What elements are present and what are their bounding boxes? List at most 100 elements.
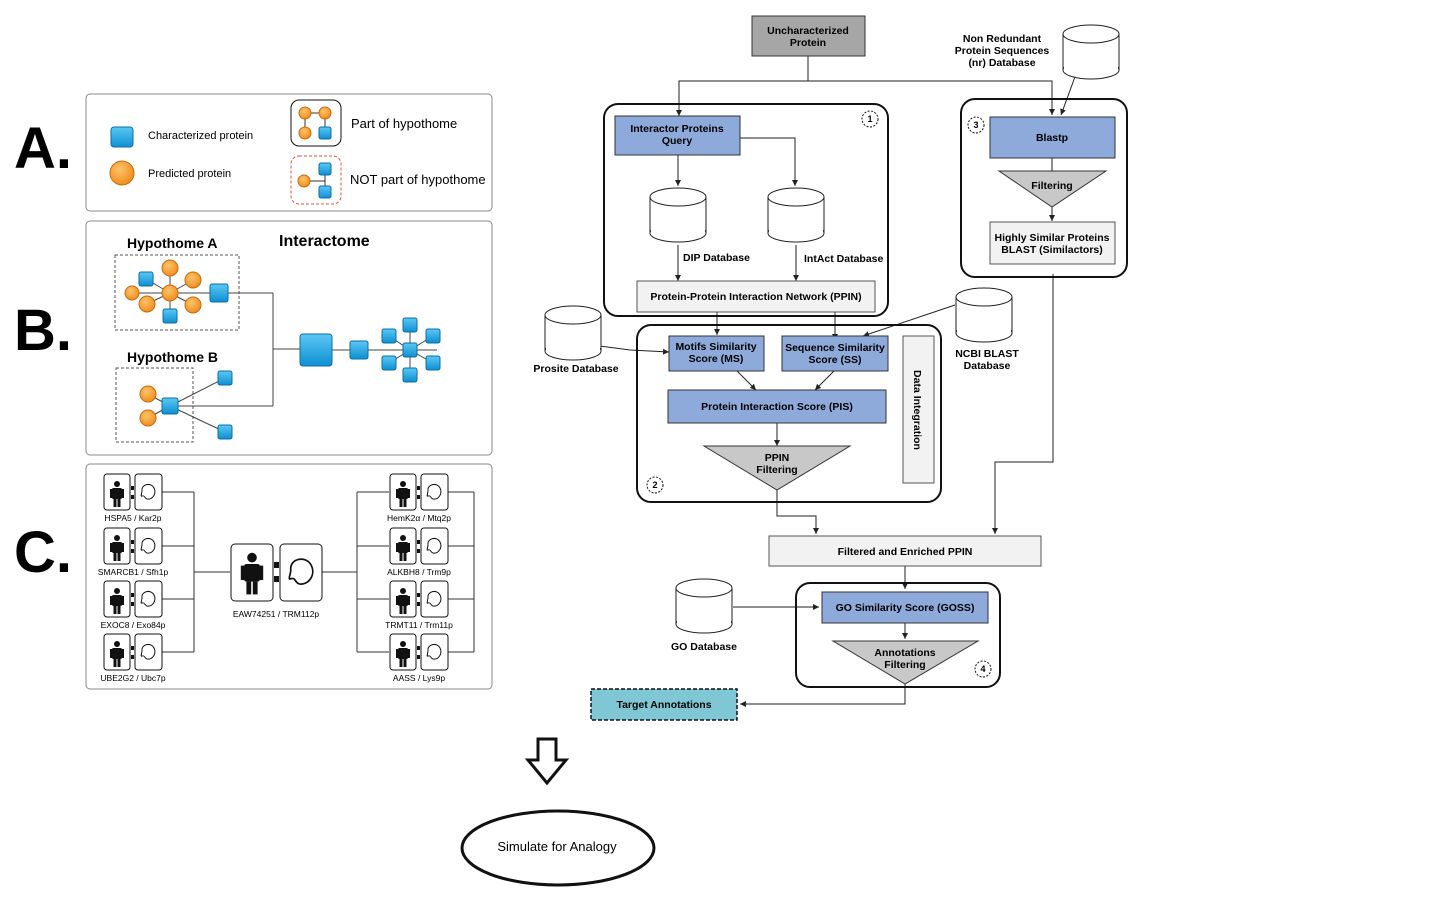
intact-database-label: IntAct Database [804, 253, 884, 265]
intact-database-icon [767, 187, 825, 243]
similactors-line2: BLAST (Similactors) [1001, 244, 1103, 256]
dip-database-icon [649, 187, 707, 243]
step3-number: 3 [973, 120, 978, 130]
protein-pair-label: AASS / Lys9p [393, 673, 445, 683]
ms-line1: Motifs Similarity [675, 341, 756, 353]
ncbi-db-line1: NCBI BLAST [955, 348, 1019, 360]
down-arrow-icon [524, 737, 570, 786]
annotations-filtering-funnel [831, 640, 980, 685]
step2-number: 2 [652, 480, 657, 490]
step1-frame [603, 103, 889, 317]
go-database-label: GO Database [671, 641, 737, 653]
dip-database-label: DIP Database [683, 252, 750, 264]
annotations-filtering-line2: Filtering [884, 659, 925, 671]
interactor-query-line2: Query [662, 135, 693, 147]
protein-pair-label: EXOC8 / Exo84p [101, 620, 166, 630]
nr-db-line1: Non Redundant [963, 33, 1042, 45]
center-pair-label: EAW74251 / TRM112p [233, 609, 320, 619]
filtered-ppin-label: Filtered and Enriched PPIN [838, 546, 973, 558]
sequence-score-box [781, 335, 889, 372]
step3-frame [960, 98, 1128, 278]
protein-pair-label: SMARCB1 / Sfh1p [98, 567, 169, 577]
pis-box [667, 389, 887, 424]
prosite-database-label: Prosite Database [533, 363, 618, 375]
motifs-score-box [668, 335, 765, 372]
yeast-protein-card [134, 580, 163, 618]
step4-number: 4 [980, 664, 985, 674]
protein-pair-label: UBE2G2 / Ubc7p [100, 673, 165, 683]
step4-frame [795, 582, 1001, 688]
hypothome-a-title: Hypothome A [127, 235, 217, 251]
similactors-line1: Highly Similar Proteins [995, 232, 1110, 244]
annotations-filtering-line1: Annotations [874, 647, 935, 659]
protein-pair: UBE2G2 / Ubc7p [100, 633, 166, 683]
filtered-ppin-box [768, 535, 1042, 567]
hypothome-b-title: Hypothome B [127, 349, 218, 365]
ncbi-db-line2: Database [964, 360, 1011, 372]
ss-line2: Score (SS) [808, 354, 861, 366]
pis-label: Protein Interaction Score (PIS) [701, 401, 853, 413]
predicted-protein-icon [109, 160, 135, 186]
interactome-title: Interactome [279, 233, 370, 250]
protein-pair: ALKBH8 / Trm9p [387, 527, 451, 577]
target-annotations-label: Target Annotations [616, 699, 711, 711]
characterized-protein-icon [110, 126, 134, 148]
ms-line2: Score (MS) [689, 353, 744, 365]
yeast-protein-card [134, 633, 163, 671]
yeast-protein-card [420, 473, 449, 511]
prosite-database-icon [544, 305, 602, 361]
ppin-box [636, 280, 876, 313]
simulate-label: Simulate for Analogy [497, 839, 617, 854]
protein-pair: TRMT11 / Trm11p [385, 580, 453, 630]
nr-db-line2: Protein Sequences [955, 45, 1050, 57]
legend-predicted-label: Predicted protein [148, 168, 231, 180]
interactor-query-line1: Interactor Proteins [630, 123, 724, 135]
yeast-protein-card [420, 633, 449, 671]
panel-c-letter: C. [14, 520, 72, 585]
ncbi-database-icon [955, 287, 1013, 343]
yeast-protein-card [420, 580, 449, 618]
panel-b-letter: B. [14, 298, 72, 363]
protein-pair: HSPA5 / Kar2p [103, 473, 163, 523]
step1-number: 1 [867, 114, 872, 124]
part-of-hypothome-icon [290, 99, 342, 147]
protein-pair-label: HemK2α / Mtq2p [387, 513, 451, 523]
ppin-label: Protein-Protein Interaction Network (PPI… [650, 291, 861, 303]
goss-box [821, 591, 989, 624]
yeast-protein-card [420, 527, 449, 565]
legend-characterized-label: Characterized protein [148, 130, 253, 142]
interactome-hub [299, 333, 333, 367]
protein-pair-label: TRMT11 / Trm11p [385, 620, 453, 630]
center-yeast-card [279, 543, 323, 602]
panel-a-letter: A. [14, 116, 72, 181]
ppin-filtering-line1: PPIN [765, 452, 790, 464]
blast-filtering-funnel [997, 170, 1108, 208]
protein-pair-label: ALKBH8 / Trm9p [387, 567, 451, 577]
blast-filtering-label: Filtering [1031, 180, 1072, 192]
goss-label: GO Similarity Score (GOSS) [836, 602, 975, 614]
step2-frame [636, 324, 942, 503]
interactor-query-box [614, 115, 741, 156]
yeast-protein-card [134, 473, 163, 511]
yeast-protein-card [134, 527, 163, 565]
hypothome-b-box [115, 367, 194, 443]
panel-a-frame [85, 93, 493, 212]
simulate-ellipse [460, 809, 656, 887]
go-database-icon [675, 578, 733, 634]
legend-not-part-of-label: NOT part of hypothome [350, 172, 486, 187]
protein-pair: HemK2α / Mtq2p [387, 473, 451, 523]
protein-pair: SMARCB1 / Sfh1p [98, 527, 169, 577]
protein-pair: EXOC8 / Exo84p [101, 580, 166, 630]
ss-line1: Sequence Similarity [785, 342, 885, 354]
data-integration-box [902, 335, 935, 484]
protein-pair-label: HSPA5 / Kar2p [104, 513, 161, 523]
protein-pair: AASS / Lys9p [389, 633, 449, 683]
nr-database-icon [1062, 24, 1120, 80]
legend-part-of-label: Part of hypothome [351, 116, 457, 131]
blastp-box [989, 116, 1116, 159]
ppin-filtering-line2: Filtering [756, 464, 797, 476]
nr-db-line3: (nr) Database [968, 57, 1035, 69]
target-annotations-box [590, 688, 738, 721]
